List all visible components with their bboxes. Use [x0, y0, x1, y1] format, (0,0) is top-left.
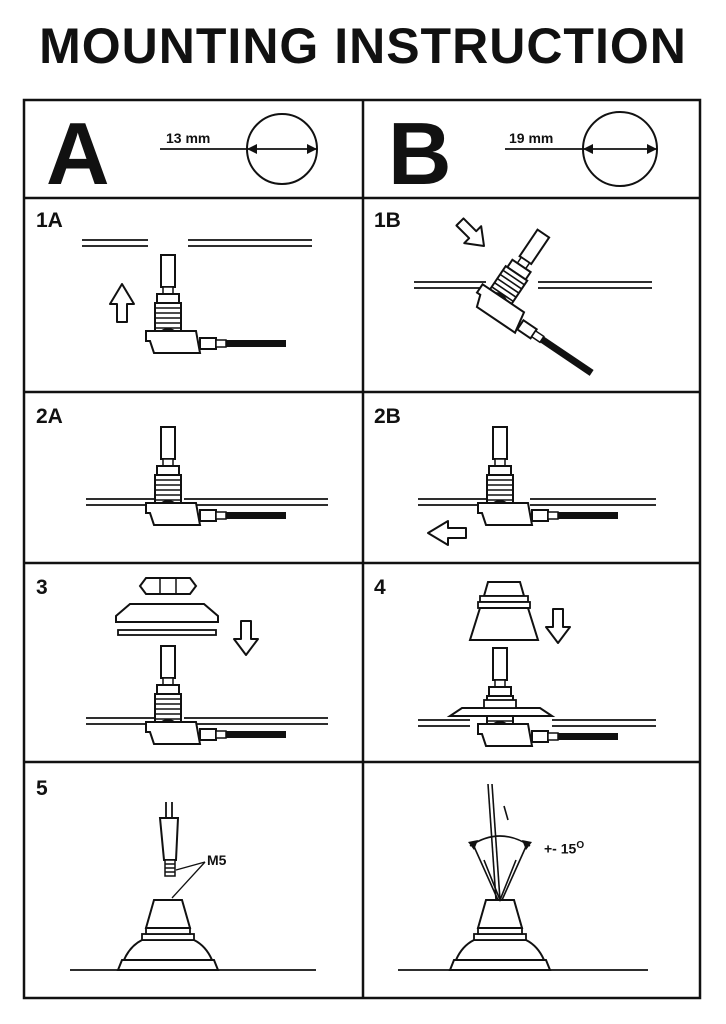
step-label-2b: 2B	[374, 405, 401, 428]
table-frame	[22, 98, 702, 1000]
step-4-diagram	[418, 581, 656, 747]
arrow-down-icon	[233, 620, 259, 656]
step-label-5: 5	[36, 777, 48, 800]
step-label-1b: 1B	[374, 209, 401, 232]
hole-diagram-b	[505, 111, 658, 187]
tilt-angle-value: +- 15	[544, 840, 577, 857]
arrow-down-icon	[545, 608, 571, 644]
thread-size-label: M5	[207, 852, 227, 868]
hole-size-b: 19 mm	[509, 130, 554, 146]
tilt-angle-unit: O	[576, 840, 585, 851]
hole-size-a: 13 mm	[166, 130, 211, 146]
arrow-diagonal-icon	[455, 217, 485, 247]
mount-type-b-letter: B	[388, 104, 452, 203]
tilt-angle-label: +- 15O	[544, 838, 584, 857]
step-5-diagram	[70, 802, 316, 971]
step-2a-diagram	[86, 426, 328, 526]
step-label-4: 4	[374, 576, 386, 599]
step-1a-diagram	[82, 239, 312, 354]
arrow-left-icon	[427, 520, 467, 546]
m5-thread	[164, 859, 176, 877]
step-1b-diagram	[414, 217, 652, 382]
mount-type-a-letter: A	[46, 104, 110, 203]
antenna-whip	[165, 802, 173, 818]
step-2b-diagram	[418, 426, 656, 546]
step-label-3: 3	[36, 576, 48, 599]
page-title: MOUNTING INSTRUCTION	[39, 18, 687, 74]
step-3-diagram	[86, 577, 328, 745]
arrow-up-icon	[109, 283, 135, 323]
step-label-1a: 1A	[36, 209, 63, 232]
tilt-diagram	[398, 783, 648, 971]
hole-diagram-a	[160, 113, 318, 185]
step-label-2a: 2A	[36, 405, 63, 428]
